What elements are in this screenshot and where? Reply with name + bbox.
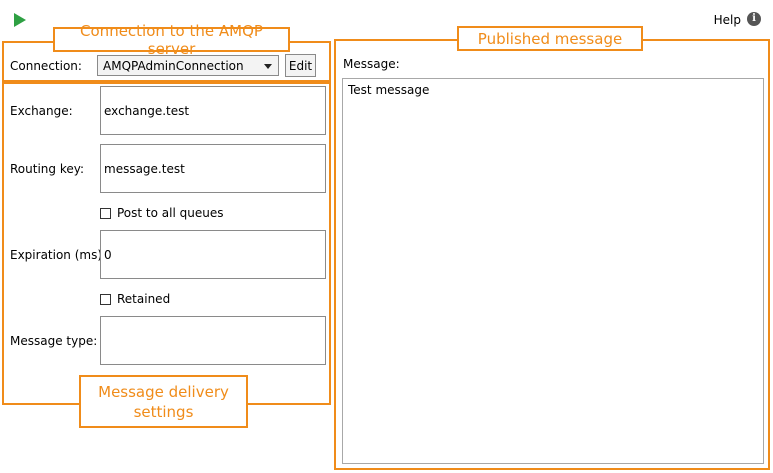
- routing-key-input-value: message.test: [104, 161, 185, 176]
- message-label: Message:: [343, 57, 400, 71]
- routing-key-input[interactable]: message.test: [100, 144, 326, 193]
- exchange-input[interactable]: exchange.test: [100, 86, 326, 135]
- help-link[interactable]: Help: [713, 13, 741, 27]
- retained-checkbox[interactable]: Retained: [100, 292, 170, 306]
- post-all-queues-box[interactable]: [100, 207, 111, 219]
- chevron-down-icon: [264, 64, 272, 69]
- message-textarea-value: Test message: [348, 83, 430, 97]
- expiration-input[interactable]: 0: [100, 230, 326, 279]
- message-textarea[interactable]: Test message: [342, 78, 764, 464]
- routing-key-label: Routing key:: [10, 162, 84, 176]
- message-type-label: Message type:: [10, 334, 98, 348]
- expiration-input-value: 0: [104, 247, 112, 262]
- run-icon[interactable]: [14, 13, 26, 27]
- retained-label: Retained: [117, 292, 171, 306]
- annotation-delivery: Message delivery settings: [79, 375, 248, 428]
- post-all-queues-label: Post to all queues: [117, 206, 224, 220]
- exchange-input-value: exchange.test: [104, 103, 190, 118]
- retained-box[interactable]: [100, 293, 111, 305]
- connection-label: Connection:: [10, 59, 82, 73]
- annotation-delivery-line1: Message delivery: [98, 382, 229, 401]
- annotation-connection: Connection to the AMQP server: [53, 22, 290, 58]
- edit-connection-button[interactable]: Edit: [285, 54, 316, 77]
- info-icon[interactable]: i: [747, 12, 761, 26]
- annotation-delivery-line2: settings: [133, 402, 194, 421]
- expiration-label: Expiration (ms):: [10, 248, 107, 262]
- post-all-queues-checkbox[interactable]: Post to all queues: [100, 206, 223, 220]
- exchange-label: Exchange:: [10, 104, 73, 118]
- connection-select[interactable]: AMQPAdminConnection: [97, 55, 279, 76]
- connection-select-value: AMQPAdminConnection: [103, 58, 244, 73]
- annotation-published: Published message: [457, 26, 643, 51]
- message-type-input[interactable]: [100, 316, 326, 365]
